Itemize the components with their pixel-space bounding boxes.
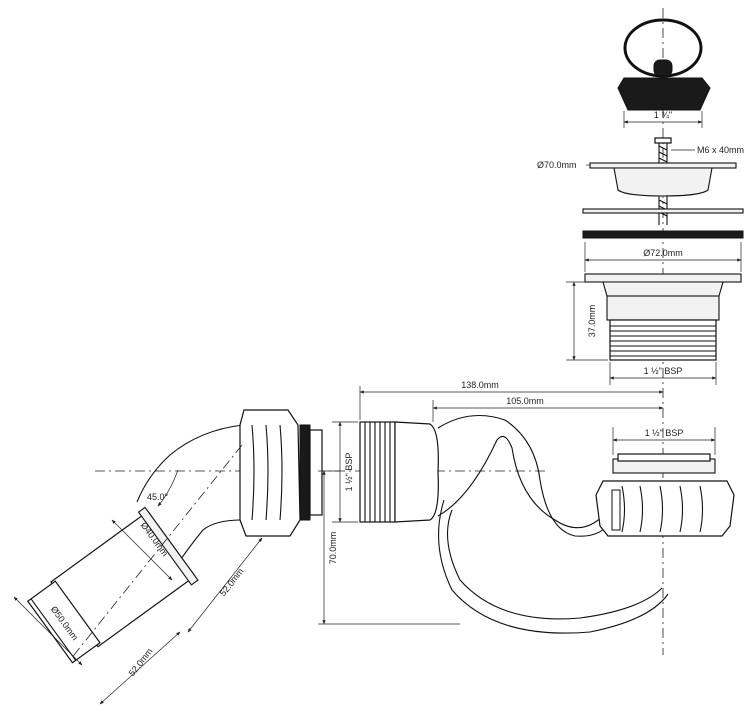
body-thread-dimension: 1 ½" BSP bbox=[609, 362, 717, 385]
angle-dimension: 45.0° bbox=[147, 469, 179, 507]
center-width-dimension: 105.0mm bbox=[432, 396, 664, 422]
body-thread-label: 1 ½" BSP bbox=[644, 366, 683, 376]
trap-body bbox=[359, 415, 735, 634]
inlet-thread-label: 1 ½" BSP bbox=[344, 453, 354, 492]
screw-dimension: M6 x 40mm bbox=[671, 145, 744, 155]
trap-depth-label: 70.0mm bbox=[328, 532, 338, 565]
body-height-label: 37.0mm bbox=[587, 305, 597, 338]
center-width-label: 105.0mm bbox=[506, 396, 544, 406]
overall-width-dimension: 138.0mm bbox=[359, 380, 664, 420]
length-upper-label: 52.0mm bbox=[218, 566, 246, 598]
waste-assembly bbox=[582, 8, 744, 655]
flange-dimension: Ø72.0mm bbox=[584, 242, 742, 272]
grate bbox=[589, 162, 737, 197]
screw-label: M6 x 40mm bbox=[697, 145, 744, 155]
grate-dimension: Ø70.0mm bbox=[537, 160, 590, 170]
length-lower-label: 52.0mm bbox=[127, 646, 155, 678]
angle-label: 45.0° bbox=[147, 492, 169, 502]
inlet-thread-dimension: 1 ½" BSP bbox=[332, 421, 358, 523]
waste-body bbox=[584, 273, 742, 361]
outlet-thread-label: 1 ½" BSP bbox=[645, 428, 684, 438]
plug-stopper bbox=[617, 18, 711, 111]
length-upper-dimension: 52.0mm bbox=[187, 537, 263, 633]
overall-width-label: 138.0mm bbox=[461, 380, 499, 390]
flange-diameter-label: Ø72.0mm bbox=[643, 248, 683, 258]
body-height-dimension: 37.0mm bbox=[566, 281, 608, 361]
outlet-center-line bbox=[69, 444, 243, 661]
length-lower-dimension: 52.0mm bbox=[99, 631, 181, 705]
washer-thin bbox=[582, 208, 744, 214]
grate-diameter-label: Ø70.0mm bbox=[537, 160, 577, 170]
plug-size-label: 1 ¾" bbox=[654, 110, 672, 120]
plug-size-dimension: 1 ¾" bbox=[623, 110, 703, 128]
outlet-thread-dimension: 1 ½" BSP bbox=[612, 427, 716, 455]
trap-depth-dimension: 70.0mm bbox=[318, 470, 460, 625]
washer-black bbox=[582, 230, 744, 239]
